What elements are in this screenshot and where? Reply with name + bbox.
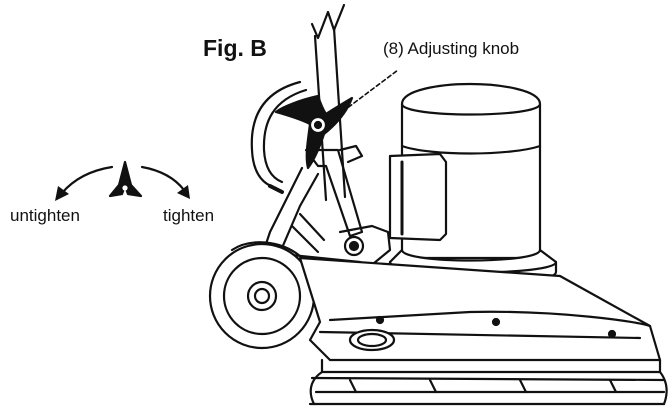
adjusting-knob-label: (8) Adjusting knob: [383, 39, 520, 58]
wheel: [208, 241, 316, 350]
arrow-left-icon: [60, 165, 114, 195]
figure-title: Fig. B: [203, 35, 267, 61]
frame-linkage: [260, 144, 392, 270]
tighten-label: tighten: [163, 206, 215, 225]
adjusting-knob: [274, 94, 354, 170]
sanding-base: [298, 256, 668, 406]
motor: [388, 82, 558, 286]
callout-leader: [325, 69, 399, 125]
arrow-right-icon: [140, 165, 186, 192]
rotation-legend: [55, 160, 190, 201]
untighten-label: untighten: [10, 206, 80, 225]
power-cable: [250, 80, 308, 190]
knob-icon: [108, 160, 143, 198]
